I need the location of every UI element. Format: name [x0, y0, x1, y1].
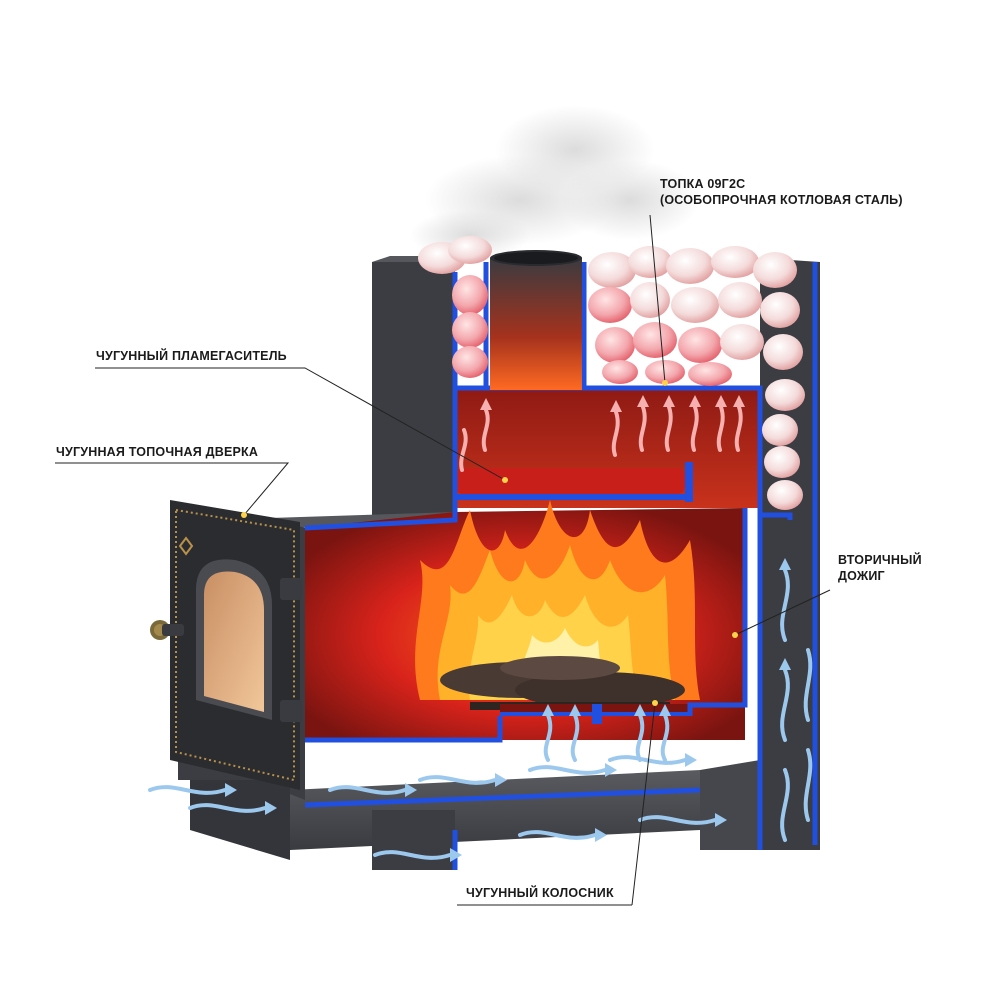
flame-arrester: [455, 462, 693, 502]
heat-arrow-heads: [480, 395, 745, 412]
callout-lines: [55, 214, 831, 906]
grate: [500, 704, 690, 724]
sauna-stones: [418, 236, 805, 510]
afterburn-label-line1: ВТОРИЧНЫЙ: [838, 553, 922, 567]
chimney-pipe: [490, 250, 582, 390]
flames: [415, 500, 700, 700]
firebox-label-line2: (ОСОБОПРОЧНАЯ КОТЛОВАЯ СТАЛЬ): [660, 193, 903, 207]
fire-door-label: ЧУГУННАЯ ТОПОЧНАЯ ДВЕРКА: [56, 445, 259, 459]
fire-door: [150, 500, 302, 790]
flame-arrester-label: ЧУГУННЫЙ ПЛАМЕГАСИТЕЛЬ: [96, 349, 287, 363]
grate-label: ЧУГУННЫЙ КОЛОСНИК: [466, 886, 614, 900]
air-arrow-heads: [225, 558, 791, 862]
firebox-label-line1: ТОПКА 09Г2С: [660, 177, 746, 191]
air-flow-arrows: [148, 568, 813, 860]
afterburn-label: ВТОРИЧНЫЙ ДОЖИГ: [838, 552, 922, 584]
heat-flow-arrows: [459, 405, 743, 472]
afterburn-label-line2: ДОЖИГ: [838, 569, 885, 583]
firebox-label: ТОПКА 09Г2С (ОСОБОПРОЧНАЯ КОТЛОВАЯ СТАЛЬ…: [660, 176, 903, 208]
callout-dots: [241, 380, 738, 706]
steam-cloud: [410, 105, 700, 260]
